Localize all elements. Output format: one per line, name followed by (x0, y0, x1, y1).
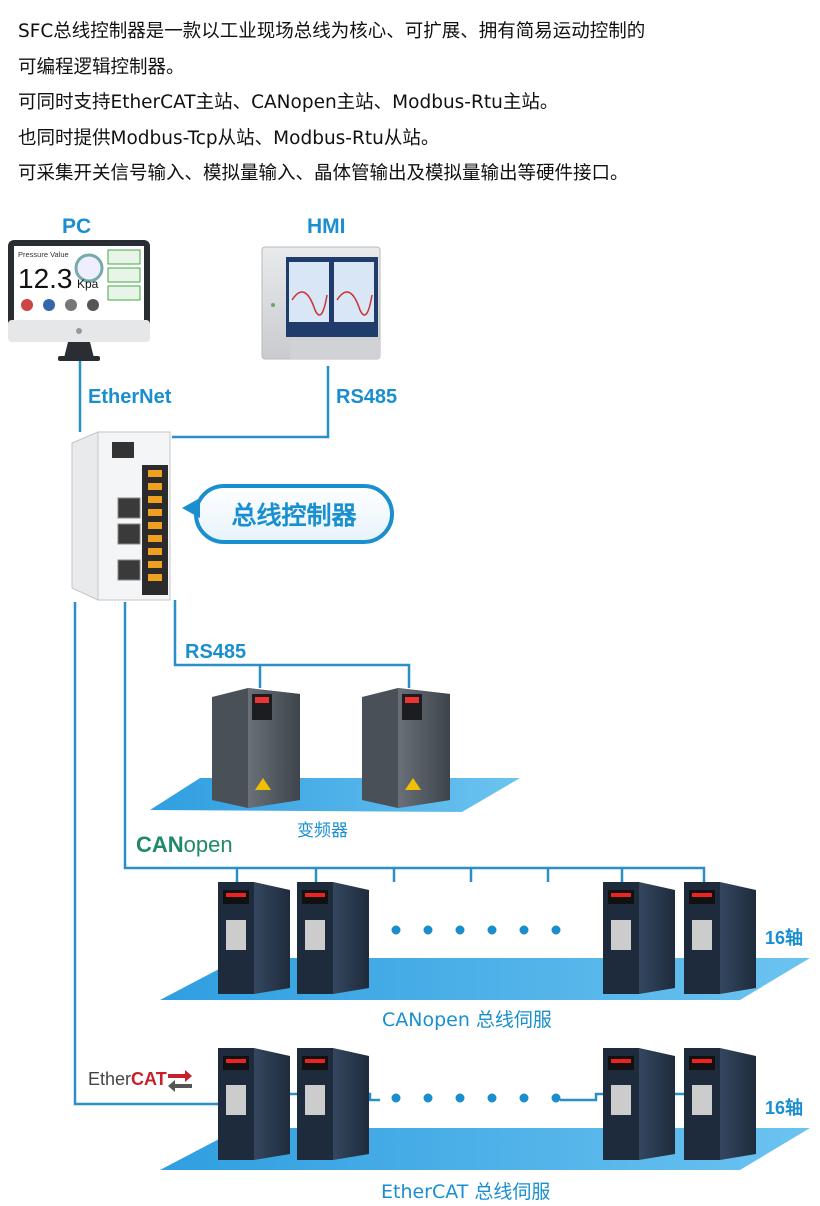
intro-line-4: 也同时提供Modbus-Tcp从站、Modbus-Rtu从站。 (18, 127, 440, 149)
ethercat-caption: EtherCAT 总线伺服 (381, 1181, 551, 1203)
canopen-axes-label: 16轴 (765, 928, 804, 948)
pc-screen-unit: Kpa (77, 277, 99, 291)
canopen-line (123, 602, 706, 882)
pc-screen-title: Pressure Value (18, 250, 69, 259)
connection-lines (73, 360, 706, 1106)
canopen-servo-2 (297, 882, 369, 994)
canopen-servo-3 (603, 882, 675, 994)
ethercat-line (73, 602, 237, 1106)
bus-controller (71, 431, 171, 601)
inverter-unit-2 (362, 688, 450, 808)
canopen-logo-open: open (183, 832, 233, 857)
canopen-logo: CANopen (136, 832, 233, 858)
canopen-logo-can: CAN (136, 832, 184, 857)
canopen-caption: CANopen 总线伺服 (382, 1009, 552, 1031)
canopen-servo-1 (218, 882, 290, 994)
ethercat-axes-label: 16轴 (765, 1098, 804, 1118)
inverter-unit-1 (212, 688, 300, 808)
hmi-label: HMI (307, 215, 346, 238)
inverter-floor (150, 778, 520, 812)
pc-screen-value: 12.3 (18, 263, 73, 294)
rs485-bottom-label: RS485 (185, 641, 247, 663)
controller-badge (182, 484, 394, 544)
canopen-servo-4 (684, 882, 756, 994)
ethercat-logo-ether: Ether (88, 1069, 132, 1089)
ethercat-servo-1 (218, 1048, 290, 1160)
controller-badge-label: 总线控制器 (231, 501, 357, 530)
intro-line-3: 可同时支持EtherCAT主站、CANopen主站、Modbus-Rtu主站。 (18, 92, 559, 113)
rs485-hmi-line (172, 366, 330, 439)
pc-monitor (8, 240, 150, 361)
ethercat-servo-4 (684, 1048, 756, 1160)
ethercat-servo-3 (603, 1048, 675, 1160)
rs485-top-label: RS485 (336, 386, 398, 408)
intro-line-1: SFC总线控制器是一款以工业现场总线为核心、可扩展、拥有简易运动控制的 (18, 21, 646, 42)
intro-line-5: 可采集开关信号输入、模拟量输入、晶体管输出及模拟量输出等硬件接口。 (18, 163, 629, 184)
canopen-ellipsis-dots (391, 925, 561, 935)
ethercat-logo-cat: CAT (131, 1069, 167, 1089)
hmi-panel (261, 246, 381, 360)
intro-text: SFC总线控制器是一款以工业现场总线为核心、可扩展、拥有简易运动控制的 可编程逻… (18, 14, 808, 192)
intro-line-2: 可编程逻辑控制器。 (18, 56, 185, 78)
ethercat-servo-2 (297, 1048, 369, 1160)
ethercat-logo: EtherCAT (88, 1069, 167, 1090)
pc-label: PC (62, 215, 92, 238)
inverter-caption: 变频器 (297, 821, 348, 841)
rs485-inverter-line (173, 600, 411, 688)
ethernet-label: EtherNet (88, 386, 172, 408)
ethercat-ellipsis-dots (391, 1093, 561, 1103)
ethercat-logo-arrows-icon (168, 1070, 192, 1092)
